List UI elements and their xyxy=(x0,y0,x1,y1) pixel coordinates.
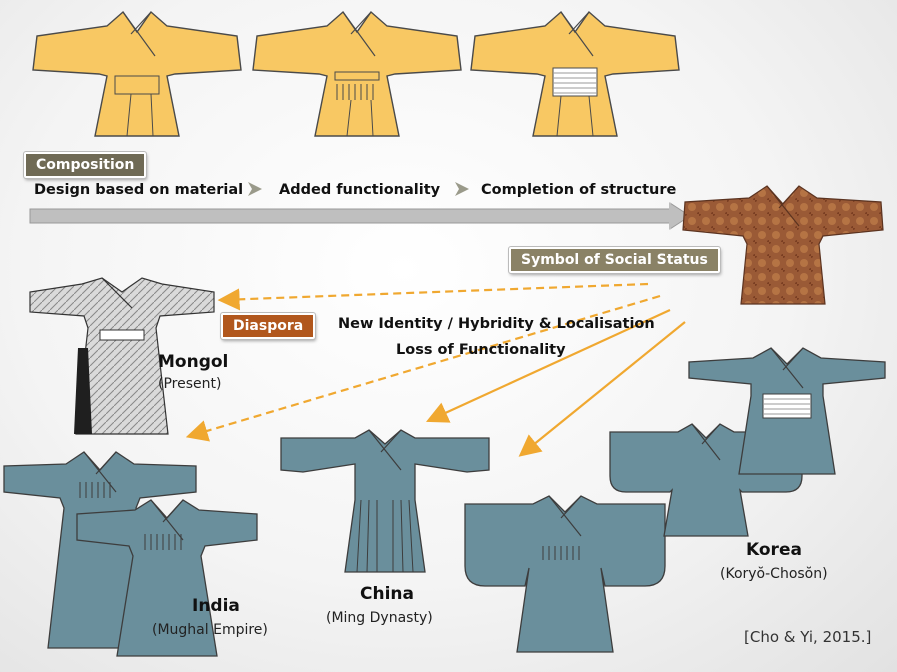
region-china-era: (Ming Dynasty) xyxy=(326,610,433,626)
region-china-label: China xyxy=(360,584,414,604)
chevron-step-1-icon xyxy=(248,182,262,196)
composition-arrow xyxy=(29,202,691,230)
korea-robe-large xyxy=(464,495,666,653)
robe-completion-structure xyxy=(470,10,680,137)
diaspora-arrows xyxy=(185,282,686,457)
step-completion-structure: Completion of structure xyxy=(481,182,677,198)
diaspora-tag: Diaspora xyxy=(219,312,317,340)
region-korea-era: (Koryŏ-Chosŏn) xyxy=(720,566,828,582)
social-status-tag: Symbol of Social Status xyxy=(508,246,721,274)
region-mongol-era: (Present) xyxy=(158,376,222,392)
artifact-robe-image xyxy=(682,185,884,305)
mongol-robe-photo xyxy=(29,277,215,435)
diaspora-note-functionality: Loss of Functionality xyxy=(396,342,566,358)
citation: [Cho & Yi, 2015.] xyxy=(744,628,872,646)
region-india-label: India xyxy=(192,596,240,616)
region-korea-label: Korea xyxy=(746,540,802,560)
arrow-to-india xyxy=(185,294,661,442)
arrow-to-mongol xyxy=(217,282,649,311)
composition-tag: Composition xyxy=(22,151,148,179)
india-robe-front xyxy=(76,499,258,657)
region-mongol-label: Mongol xyxy=(158,352,229,372)
step-design-material: Design based on material xyxy=(34,182,244,198)
region-india-era: (Mughal Empire) xyxy=(152,622,268,638)
robe-added-functionality xyxy=(252,10,462,137)
korea-robe-top xyxy=(688,347,886,475)
china-robe xyxy=(280,429,490,573)
step-added-functionality: Added functionality xyxy=(279,182,441,198)
arrow-to-korea xyxy=(518,321,686,457)
arrow-to-china xyxy=(426,309,671,423)
chevron-step-2-icon xyxy=(455,182,469,196)
diaspora-note-identity: New Identity / Hybridity & Localisation xyxy=(338,316,655,332)
robe-design-material xyxy=(32,10,242,137)
